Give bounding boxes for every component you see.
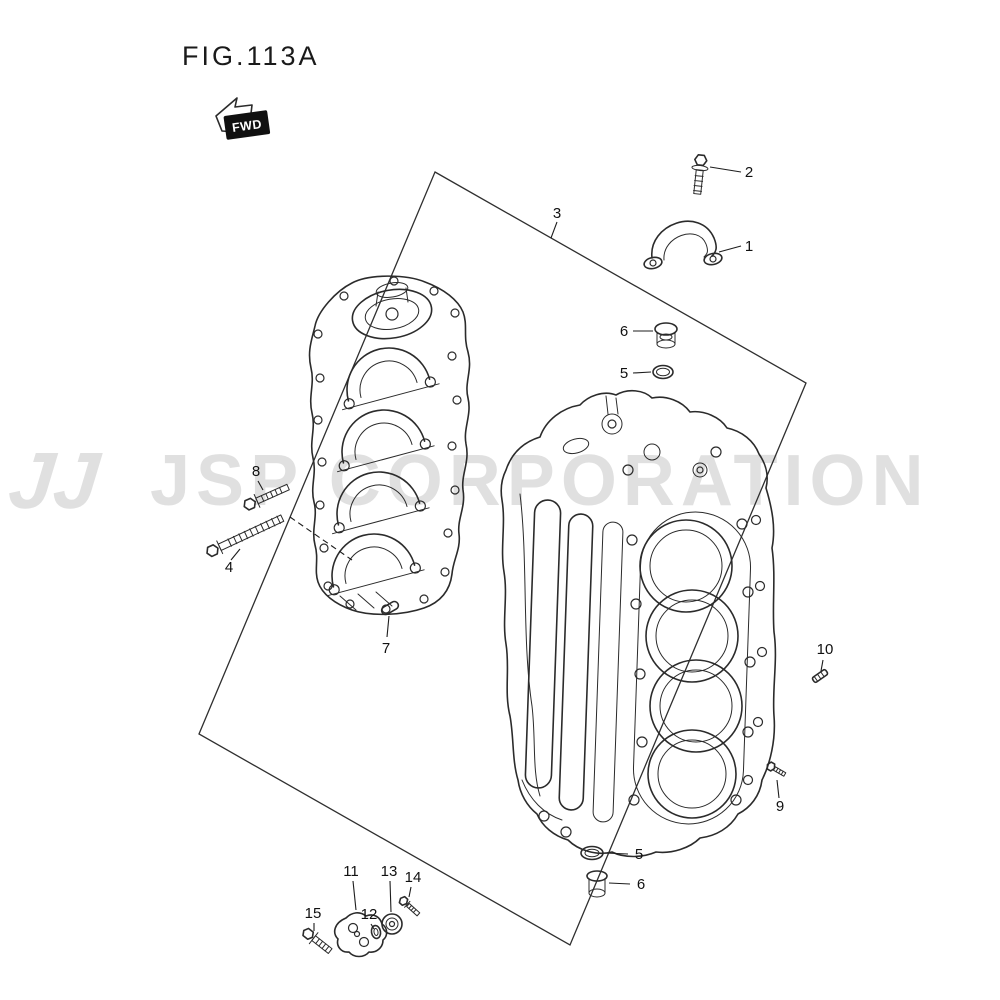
callout-6-top: 6	[620, 323, 628, 340]
part-anode-cover	[333, 912, 388, 958]
part-short-bolt	[243, 483, 290, 511]
figure-title: FIG.113A	[182, 41, 320, 71]
callout-6-bottom: 6	[637, 876, 645, 893]
part-clamp	[643, 220, 723, 270]
part-oring-bottom	[580, 845, 604, 861]
callout-12: 12	[361, 906, 378, 923]
part-long-bolt	[206, 514, 285, 558]
part-screw	[398, 895, 421, 917]
callout-11: 11	[343, 863, 359, 880]
part-anode	[381, 913, 403, 935]
diagram-border	[198, 171, 807, 946]
callout-7: 7	[382, 640, 390, 657]
assembly-axis-line	[289, 516, 353, 561]
fwd-label: FWD	[231, 117, 263, 135]
part-grommet	[370, 924, 382, 940]
callout-1: 1	[745, 238, 753, 255]
crankcase-drawing	[308, 275, 471, 616]
part-drain-bolt	[766, 761, 787, 777]
callout-5-top: 5	[620, 365, 628, 382]
callout-14: 14	[405, 869, 422, 886]
fwd-marker: FWD	[215, 97, 271, 140]
callout-10: 10	[817, 641, 834, 658]
callout-13: 13	[381, 863, 398, 880]
part-clamp-bolt	[691, 154, 709, 195]
part-plug-bottom	[586, 870, 608, 898]
callout-labels: 1 2 3 4 5 6 5 6 7 8 9 10 11 12 13 14 15	[225, 164, 834, 923]
head-bolt-holes	[622, 446, 756, 806]
bearing-arches	[327, 347, 440, 597]
callout-9: 9	[776, 798, 784, 815]
callout-4: 4	[225, 559, 233, 576]
callout-3: 3	[553, 205, 561, 222]
part-dowel-pin	[380, 600, 400, 616]
part-oring-top	[652, 364, 674, 380]
callout-2: 2	[745, 164, 753, 181]
part-plug-top	[654, 322, 678, 349]
part-cover-bolt	[302, 927, 333, 954]
watermark-logo: JJ	[5, 435, 105, 525]
callout-15: 15	[305, 905, 322, 922]
callout-8: 8	[252, 463, 260, 480]
callout-5-bottom: 5	[635, 846, 643, 863]
part-stud	[811, 668, 829, 684]
watermark-text: JSP CORPORATION	[150, 441, 929, 521]
crankcase-bolt-holes	[313, 276, 462, 614]
cylinder-block-drawing	[500, 389, 777, 858]
leader-lines	[230, 166, 824, 931]
cylinder-bores	[639, 519, 743, 819]
watermark: JJ JSP CORPORATION	[5, 435, 929, 525]
